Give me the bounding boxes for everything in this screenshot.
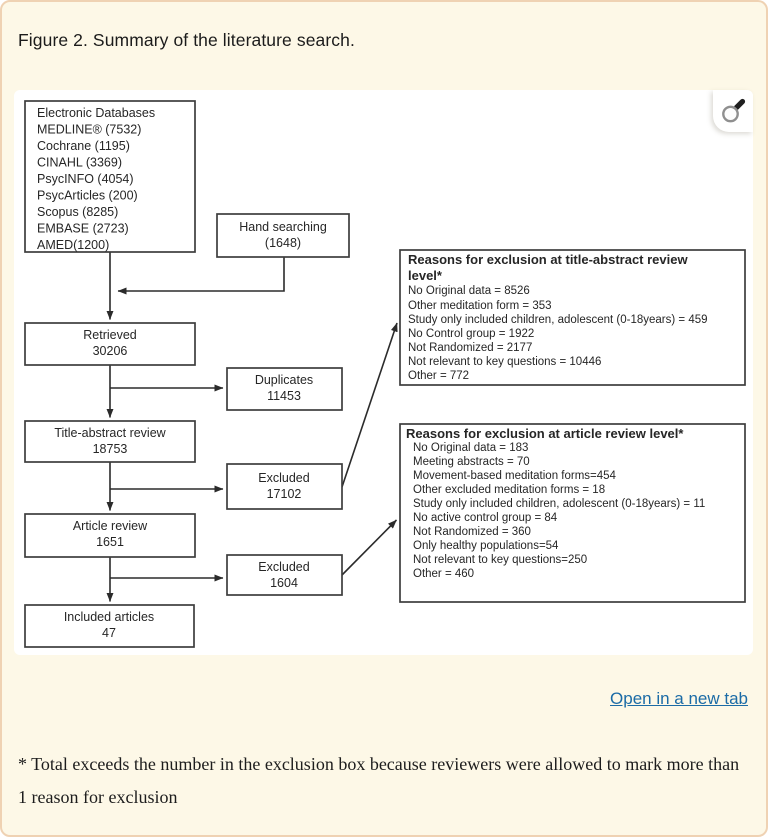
svg-text:Reasons for exclusion at artic: Reasons for exclusion at article review … (406, 426, 684, 441)
duplicates-label: Duplicates (255, 373, 313, 387)
box-excluded-article (226, 554, 343, 596)
svg-text:Study only included children,: Study only included children, adolescent… (413, 498, 705, 510)
figure-panel: Electronic Databases MEDLINE® (7532) Coc… (14, 90, 753, 655)
box-article-review (24, 513, 196, 558)
box-electronic-databases (24, 100, 196, 253)
hand-searching-label: Hand searching (239, 220, 327, 234)
svg-text:No Control group = 1922: No Control group = 1922 (408, 328, 534, 340)
svg-text:Not Randomized = 2177: Not Randomized = 2177 (408, 342, 532, 354)
figure-footnote: * Total exceeds the number in the exclus… (18, 754, 740, 807)
hand-searching-value: (1648) (265, 236, 301, 250)
article-review-value: 1651 (96, 535, 124, 549)
excluded-title-abstract-value: 17102 (267, 487, 302, 501)
excluded-article-value: 1604 (270, 576, 298, 590)
svg-text:PsycINFO (4054): PsycINFO (4054) (37, 172, 134, 186)
flowchart-node-labels: Hand searching (1648) Retrieved 30206 Du… (54, 220, 327, 640)
svg-text:Other = 460: Other = 460 (413, 568, 474, 580)
included-articles-label: Included articles (64, 610, 154, 624)
svg-text:Electronic Databases: Electronic Databases (37, 106, 155, 120)
figure-caption: Figure 2. Summary of the literature sear… (18, 30, 355, 50)
svg-text:MEDLINE® (7532): MEDLINE® (7532) (37, 123, 141, 137)
retrieved-value: 30206 (93, 344, 128, 358)
svg-text:Not relevant to key questions=: Not relevant to key questions=250 (413, 554, 587, 566)
svg-text:Meeting abstracts = 70: Meeting abstracts = 70 (413, 456, 530, 468)
box-title-abstract-review (24, 420, 196, 463)
title-abstract-label: Title-abstract review (54, 426, 166, 440)
magnifier-icon (722, 98, 746, 123)
svg-text:Not Randomized = 360: Not Randomized = 360 (413, 526, 531, 538)
zoom-figure-button[interactable] (713, 90, 753, 132)
svg-text:Study only included children,: Study only included children, adolescent… (408, 314, 708, 326)
title-abstract-value: 18753 (93, 442, 128, 456)
svg-text:CINAHL (3369): CINAHL (3369) (37, 156, 122, 170)
svg-text:level*: level* (408, 268, 443, 283)
flowchart-boxes (24, 100, 746, 648)
svg-text:Other meditation form = 353: Other meditation form = 353 (408, 300, 552, 312)
box-reasons-article (399, 423, 746, 603)
svg-text:No Original data = 183: No Original data = 183 (413, 442, 528, 454)
svg-text:Scopus (8285): Scopus (8285) (37, 205, 118, 219)
svg-text:EMBASE (2723): EMBASE (2723) (37, 222, 129, 236)
svg-text:Other = 772: Other = 772 (408, 370, 469, 382)
svg-text:AMED(1200): AMED(1200) (37, 238, 109, 252)
included-articles-value: 47 (102, 626, 116, 640)
svg-text:Cochrane (1195): Cochrane (1195) (37, 139, 130, 153)
node-reasons-title-abstract: Reasons for exclusion at title-abstract … (408, 252, 708, 382)
box-hand-searching (216, 213, 350, 258)
svg-text:Only healthy populations=54: Only healthy populations=54 (413, 540, 559, 552)
svg-text:Reasons for exclusion at title: Reasons for exclusion at title-abstract … (408, 252, 688, 267)
svg-text:Not relevant to key questions: Not relevant to key questions = 10446 (408, 356, 601, 368)
svg-text:No Original data = 8526: No Original data = 8526 (408, 285, 530, 297)
literature-search-flowchart: Electronic Databases MEDLINE® (7532) Coc… (24, 100, 746, 648)
svg-text:Other excluded meditation form: Other excluded meditation forms = 18 (413, 484, 605, 496)
excluded-article-label: Excluded (258, 560, 309, 574)
box-reasons-title-abstract (399, 249, 746, 386)
svg-text:Movement-based meditation form: Movement-based meditation forms=454 (413, 470, 617, 482)
article-review-label: Article review (73, 519, 148, 533)
svg-text:No active control group = 84: No active control group = 84 (413, 512, 558, 524)
box-excluded-title-abstract (226, 463, 343, 510)
node-electronic-databases: Electronic Databases MEDLINE® (7532) Coc… (37, 106, 155, 252)
svg-text:PsycArticles (200): PsycArticles (200) (37, 189, 138, 203)
box-retrieved (24, 322, 196, 366)
duplicates-value: 11453 (267, 389, 301, 403)
box-duplicates (226, 367, 343, 411)
box-included-articles (24, 604, 195, 648)
excluded-title-abstract-label: Excluded (258, 471, 309, 485)
retrieved-label: Retrieved (83, 328, 137, 342)
open-in-new-tab-link[interactable]: Open in a new tab (610, 689, 748, 708)
flowchart-connectors (106, 252, 398, 602)
node-reasons-article: Reasons for exclusion at article review … (406, 426, 705, 580)
